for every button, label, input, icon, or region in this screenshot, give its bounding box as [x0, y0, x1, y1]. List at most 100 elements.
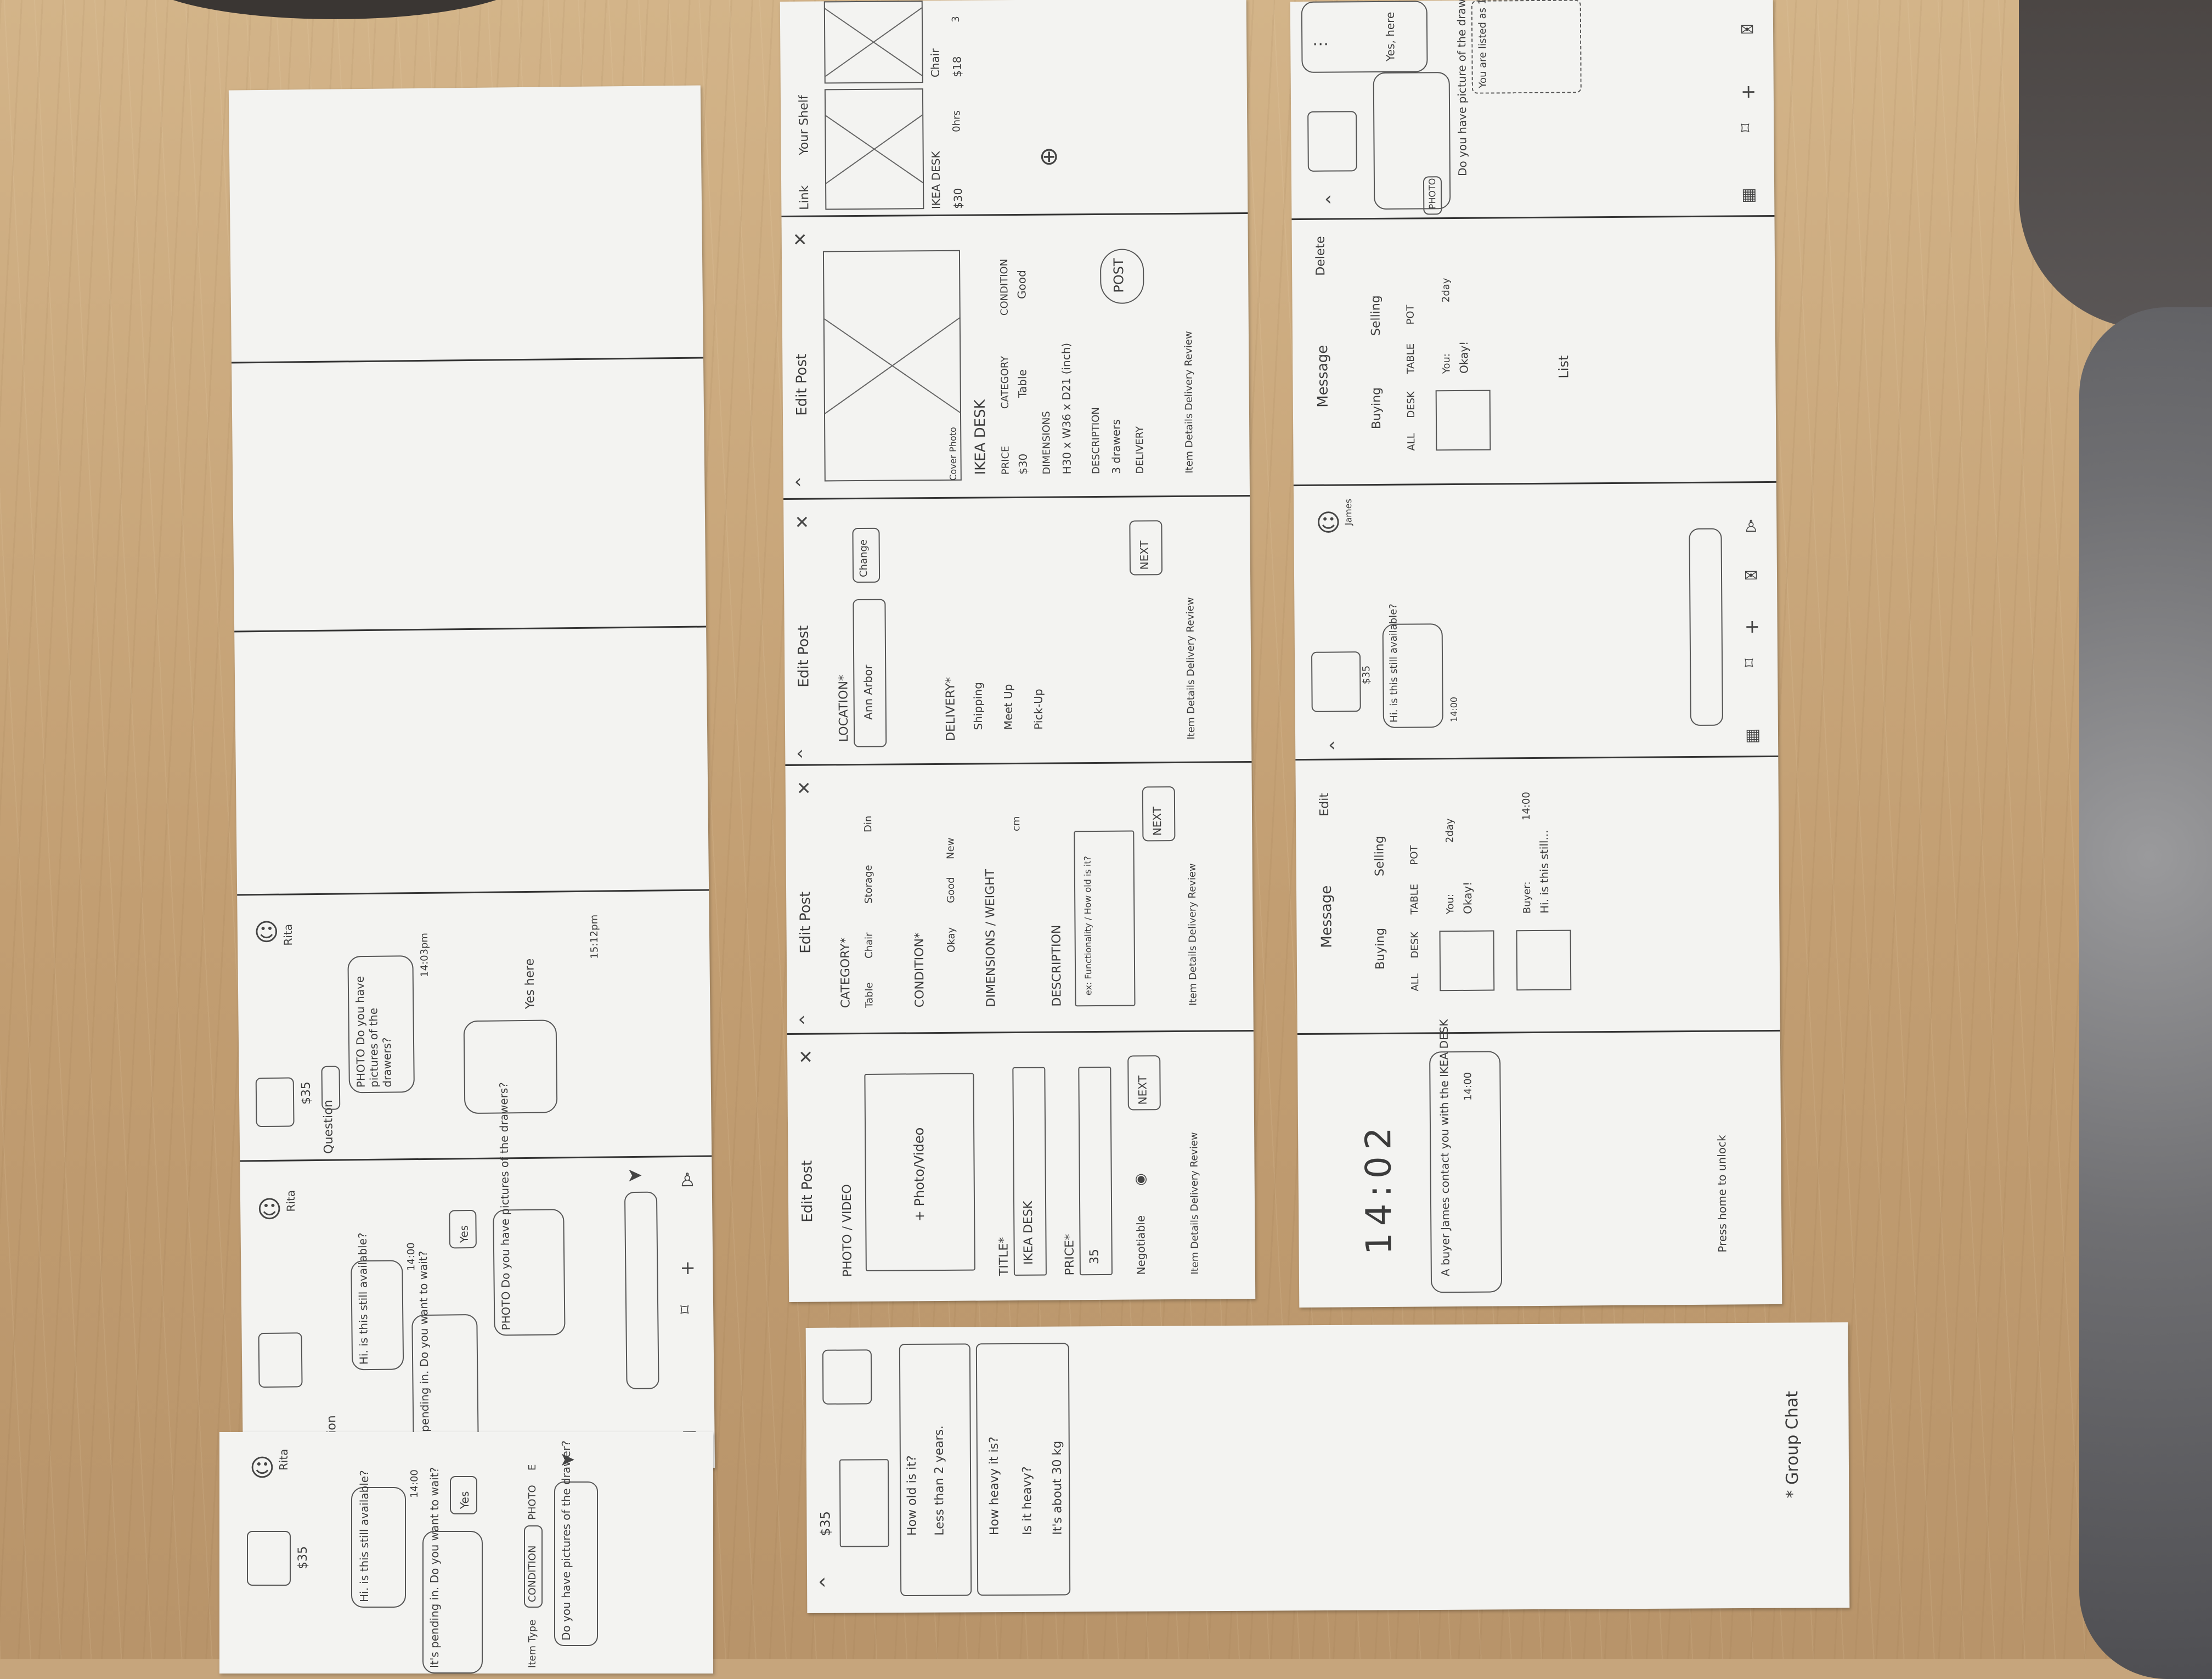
profile-nav-icon[interactable]: ♙ — [679, 1169, 696, 1192]
tab-buying[interactable]: Buying — [1373, 927, 1388, 970]
chip-photo-text[interactable]: PHOTO — [527, 1485, 538, 1520]
delivery-pick-up[interactable]: Pick-Up — [1031, 689, 1046, 730]
message-input[interactable] — [624, 1191, 659, 1390]
next-button-text[interactable]: NEXT — [1136, 1075, 1149, 1105]
bubble-time: 14:00 — [409, 1469, 420, 1498]
back-chevron-icon[interactable]: ‹ — [798, 1008, 806, 1030]
delivery-shipping[interactable]: Shipping — [971, 682, 985, 730]
cover-photo[interactable] — [822, 250, 962, 482]
filter-pot[interactable]: POT — [1408, 845, 1420, 865]
review-category: Table — [1015, 369, 1029, 398]
tab-selling[interactable]: Selling — [1369, 295, 1383, 336]
avatar-icon[interactable]: ☺ — [1316, 509, 1341, 537]
add-nav-icon[interactable]: + — [1740, 81, 1757, 103]
bookmark-nav-icon[interactable]: ⌑ — [1745, 654, 1753, 674]
chat-nav-icon[interactable]: ✉ — [1743, 566, 1758, 586]
filter-desk[interactable]: DESK — [1409, 932, 1421, 959]
chip-condition-text[interactable]: CONDITION — [527, 1545, 538, 1602]
avatar-icon[interactable]: ☺ — [250, 1454, 275, 1482]
delete-button[interactable]: Delete — [1313, 236, 1328, 276]
qa-question-2: How heavy it is? — [987, 1436, 1002, 1536]
tab-link[interactable]: Link — [798, 185, 812, 210]
close-icon[interactable]: ✕ — [792, 229, 808, 250]
shelf-item-photo-2[interactable] — [823, 1, 923, 84]
chip-item-type[interactable]: Item Type — [527, 1619, 538, 1668]
row-thumbnail[interactable] — [1516, 929, 1572, 991]
negotiable-toggle[interactable]: ◉ — [1135, 1170, 1148, 1187]
send-icon[interactable]: ➤ — [627, 1164, 643, 1187]
change-button-text[interactable]: Change — [857, 539, 870, 578]
category-storage[interactable]: Storage — [862, 865, 875, 904]
tab-your-shelf[interactable]: Your Shelf — [797, 95, 811, 155]
desk-thumbnail — [247, 1531, 291, 1586]
location-value: Ann Arbor — [861, 664, 875, 720]
qa-answer-3: It's about 30 kg — [1050, 1440, 1065, 1535]
back-chevron-icon[interactable]: ‹ — [794, 470, 802, 493]
draft-input[interactable] — [554, 1481, 598, 1646]
next-button-text[interactable]: NEXT — [1137, 540, 1151, 570]
edit-button[interactable]: Edit — [1317, 793, 1332, 816]
desk-thumbnail — [258, 1332, 303, 1388]
message-input[interactable] — [1689, 528, 1723, 726]
chat-nav-icon[interactable]: ✉ — [1740, 20, 1754, 40]
condition-new[interactable]: New — [945, 837, 957, 859]
bubble-drawers-text: PHOTO Do you have pictures of the drawer… — [496, 1082, 513, 1331]
filter-desk[interactable]: DESK — [1405, 391, 1418, 418]
category-din[interactable]: Din — [862, 815, 874, 832]
shelf-item-name-2: Chair — [928, 48, 942, 78]
back-chevron-icon[interactable]: ‹ — [1324, 188, 1332, 210]
chip-condition[interactable] — [524, 1525, 543, 1608]
unit-select[interactable]: cm — [1011, 816, 1023, 832]
bubble-yes-here: Yes here — [523, 958, 538, 1010]
row-text: Okay! — [1460, 881, 1475, 914]
delivery-meet-up[interactable]: Meet Up — [1001, 684, 1015, 730]
filter-all[interactable]: ALL — [1409, 973, 1421, 991]
category-table[interactable]: Table — [864, 982, 876, 1008]
back-chevron-icon[interactable]: ‹ — [796, 742, 804, 764]
avatar-icon[interactable]: ☺ — [256, 1195, 283, 1224]
condition-okay[interactable]: Okay — [945, 927, 957, 953]
unlock-hint: Press home to unlock — [1715, 1135, 1729, 1253]
review-steps: Item Details Delivery Review — [1182, 331, 1195, 474]
cover-photo-label: Cover Photo — [947, 427, 958, 481]
chip-e-text[interactable]: E — [527, 1464, 538, 1470]
photo-tag[interactable] — [321, 1066, 341, 1110]
filter-table[interactable]: TABLE — [1408, 883, 1421, 915]
grid-nav-icon[interactable]: ▦ — [1741, 185, 1757, 205]
filter-table[interactable]: TABLE — [1405, 343, 1417, 374]
back-chevron-icon[interactable]: ‹ — [817, 1569, 827, 1593]
tab-selling[interactable]: Selling — [1373, 836, 1387, 877]
add-circle-icon[interactable]: ⊕ — [1039, 142, 1059, 171]
next-button-text[interactable]: NEXT — [1150, 806, 1164, 836]
filter-pot[interactable]: POT — [1404, 305, 1417, 325]
price-field[interactable] — [1078, 1066, 1113, 1276]
category-chair[interactable]: Chair — [863, 932, 875, 959]
row-thumbnail[interactable] — [1435, 390, 1491, 451]
shelf-item-photo-1[interactable] — [824, 88, 924, 210]
add-nav-icon[interactable]: + — [680, 1257, 696, 1280]
row-thumbnail[interactable] — [1439, 930, 1495, 991]
close-icon[interactable]: ✕ — [796, 777, 811, 799]
condition-good[interactable]: Good — [945, 877, 957, 903]
row-who: You: — [1441, 353, 1453, 374]
back-chevron-icon[interactable]: ‹ — [1328, 734, 1336, 756]
shelf-item-price-2: $18 — [950, 56, 964, 77]
price-options[interactable] — [839, 1459, 889, 1547]
bookmark-nav-icon[interactable]: ⌑ — [680, 1300, 689, 1321]
price-value: 35 — [1087, 1248, 1102, 1265]
grid-nav-icon[interactable]: ▦ — [1745, 725, 1761, 745]
panel-empty-1 — [229, 86, 703, 365]
avatar-icon[interactable]: ☺ — [253, 918, 280, 947]
bookmark-nav-icon[interactable]: ⌑ — [1741, 119, 1750, 139]
filter-all[interactable]: ALL — [1406, 433, 1418, 451]
add-nav-icon[interactable]: + — [1744, 616, 1760, 638]
tab-buying[interactable]: Buying — [1369, 387, 1384, 430]
post-button-text[interactable]: POST — [1111, 258, 1127, 293]
close-icon[interactable]: ✕ — [798, 1046, 814, 1068]
send-icon[interactable]: ➤ — [560, 1449, 575, 1470]
close-icon[interactable]: ✕ — [794, 511, 810, 533]
condition-label: CONDITION* — [912, 932, 927, 1008]
add-media-text[interactable]: + Photo/Video — [911, 1127, 928, 1222]
profile-nav-icon[interactable]: ♙ — [1743, 517, 1759, 537]
bubble-time-2: 15:12pm — [588, 914, 601, 959]
